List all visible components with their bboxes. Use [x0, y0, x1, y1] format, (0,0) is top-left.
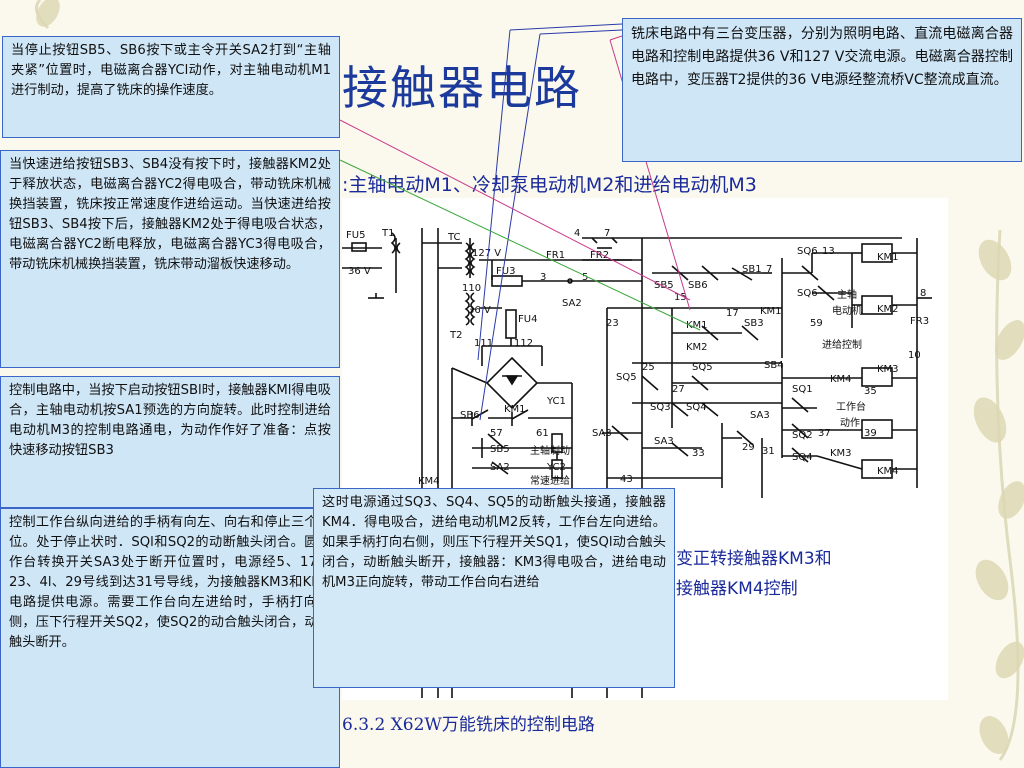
- note-longitudinal-feed: 控制工作台纵向进给的手柄有向左、向右和停止三个挡位。处于停止状时．SQl和SQ2…: [0, 508, 340, 768]
- note-feed-direction: 这时电源通过SQ3、SQ4、SQ5的动断触头接通，接触器KM4．得电吸合，进给电…: [313, 488, 675, 688]
- label-59: 59: [810, 318, 823, 329]
- label-sb5: SB5: [654, 280, 674, 291]
- label-gongzuotai: 工作台: [836, 400, 866, 413]
- label-sq5: SQ5: [692, 362, 713, 373]
- label-yc2: YC2: [546, 462, 566, 473]
- label-sq1: SQ1: [792, 384, 813, 395]
- label-km1b: KM1: [686, 320, 708, 331]
- label-sb4: SB4: [764, 360, 784, 371]
- label-35: 35: [864, 386, 877, 397]
- label-5: 5: [582, 272, 588, 283]
- label-dongzuo: 动作: [840, 417, 860, 429]
- note-transformers: 铣床电路中有三台变压器，分别为照明电路、直流电磁离合器电路和控制电路提供36 V…: [622, 18, 1022, 162]
- label-km3: KM3: [830, 448, 852, 459]
- label-fr2: FR2: [590, 250, 609, 261]
- label-4: 4: [574, 228, 580, 239]
- label-3: 3: [540, 272, 546, 283]
- label-sa2b: SA2: [490, 462, 510, 473]
- slide-title: 接触器电路: [342, 61, 582, 115]
- label-127v: 127 V: [472, 248, 501, 259]
- label-10: 10: [908, 350, 921, 361]
- label-t1: T1: [381, 228, 394, 239]
- label-61: 61: [536, 428, 549, 439]
- label-sq6: SQ6: [797, 246, 818, 257]
- label-km2r: KM2: [877, 304, 899, 315]
- label-sb3: SB3: [744, 318, 764, 329]
- label-33: 33: [692, 448, 705, 459]
- label-changsu: 常速进给: [530, 474, 570, 487]
- partial-background-text: 变正转接触器KM3和 接触器KM4控制: [676, 549, 832, 599]
- label-km4: KM4: [830, 374, 852, 385]
- label-111: 111: [474, 338, 493, 349]
- label-km4r: KM4: [877, 466, 899, 477]
- label-sq6b: SQ6: [797, 288, 818, 299]
- label-km1r: KM1: [877, 252, 899, 263]
- label-43: 43: [620, 474, 633, 485]
- label-sq4: SQ4: [686, 402, 707, 413]
- label-sq3: SQ3: [650, 402, 671, 413]
- label-fu3: FU3: [496, 266, 515, 277]
- label-sb6: SB6: [688, 280, 708, 291]
- label-7b: 7: [766, 264, 772, 275]
- label-diandongji: 电动机: [832, 304, 862, 317]
- label-km3r: KM3: [877, 364, 899, 375]
- label-sq4b: SQ4: [792, 452, 813, 463]
- label-23: 23: [606, 318, 619, 329]
- label-fu4: FU4: [518, 314, 537, 325]
- note-start-button: 控制电路中，当按下启动按钮SBl时，接触器KMl得电吸合，主轴电动机按SA1预选…: [0, 376, 340, 508]
- label-km1: KM1: [760, 306, 782, 317]
- label-7: 7: [604, 228, 610, 239]
- label-zhuzhouzhidong: 主轴制动: [530, 444, 570, 457]
- label-yc1: YC1: [546, 396, 566, 407]
- slide-caption: 6.3.2 X62W万能铣床的控制电路: [342, 715, 595, 735]
- label-29: 29: [742, 442, 755, 453]
- label-sq2: SQ2: [792, 430, 813, 441]
- slide-subtitle: :主轴电动M1、冷却泵电动机M2和进给电动机M3: [342, 174, 757, 196]
- label-fu5: FU5: [346, 230, 365, 241]
- label-sb1: SB1: [742, 264, 762, 275]
- label-36v-a: 36 V: [348, 266, 371, 277]
- label-tc: TC: [447, 232, 461, 243]
- label-57: 57: [490, 428, 503, 439]
- label-sa3c: SA3: [654, 436, 674, 447]
- label-km1d: KM1: [504, 404, 526, 415]
- label-31: 31: [762, 446, 775, 457]
- label-39: 39: [864, 428, 877, 439]
- label-sa2: SA2: [562, 298, 582, 309]
- label-t2: T2: [449, 330, 462, 341]
- label-27: 27: [672, 384, 685, 395]
- label-36v-b: 36 V: [468, 305, 491, 316]
- label-km4c: KM4: [418, 476, 440, 487]
- label-25: 25: [642, 362, 655, 373]
- label-sa3: SA3: [750, 410, 770, 421]
- diagram-labels: FU5 T1 36 V TC 127 V FU3 110 36 V FU4 T2…: [346, 228, 929, 487]
- label-13: 13: [822, 246, 835, 257]
- label-37: 37: [818, 428, 831, 439]
- label-km2: KM2: [686, 342, 708, 353]
- note-spindle-braking: 当停止按钮SB5、SB6按下或主令开关SA2打到“主轴夹紧”位置时，电磁离合器Y…: [2, 36, 340, 138]
- label-17: 17: [726, 308, 739, 319]
- note-rapid-feed: 当快速进给按钮SB3、SB4没有按下时，接触器KM2处于释放状态，电磁离合器YC…: [0, 150, 340, 368]
- label-sq5b: SQ5: [616, 372, 637, 383]
- label-15: 15: [674, 292, 687, 303]
- label-sb5b: SB5: [490, 444, 510, 455]
- label-zhuzhou: 主轴: [837, 288, 857, 301]
- label-fr1: FR1: [546, 250, 565, 261]
- label-110: 110: [462, 283, 481, 294]
- label-fr3: FR3: [910, 316, 929, 327]
- label-jinji: 进给控制: [822, 338, 862, 351]
- label-sa3b: SA3: [592, 428, 612, 439]
- label-sb6b: SB6: [460, 410, 480, 421]
- label-8: 8: [920, 288, 926, 299]
- label-112: 112: [514, 338, 533, 349]
